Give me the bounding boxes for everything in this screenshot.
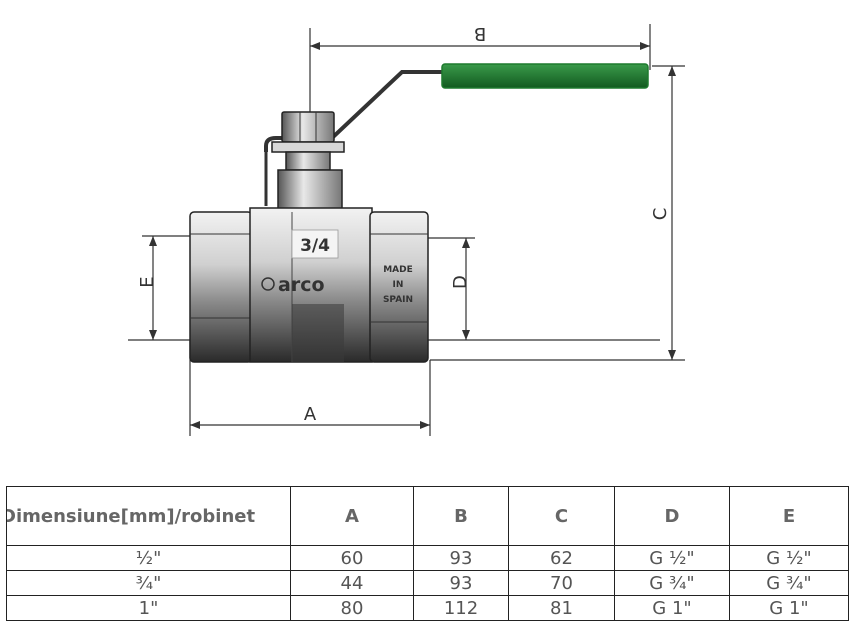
cell-b: 112 bbox=[413, 595, 509, 621]
cell-a: 44 bbox=[290, 570, 414, 596]
header-dimension-valve: Dimensiune[mm]/robinet bbox=[6, 486, 291, 546]
cell-size: 1" bbox=[6, 595, 291, 621]
cell-c: 62 bbox=[508, 545, 615, 571]
dimension-e: E bbox=[128, 235, 190, 341]
brand-logo: arco bbox=[278, 274, 325, 296]
dimension-d-label: D bbox=[450, 275, 471, 289]
dimensions-table: Dimensiune[mm]/robinet A B C D E ½" 60 9… bbox=[6, 486, 849, 621]
cell-b: 93 bbox=[413, 545, 509, 571]
header-b: B bbox=[413, 486, 509, 546]
dimension-c-label: C bbox=[650, 208, 671, 221]
cell-b: 93 bbox=[413, 570, 509, 596]
ball-valve: 3/4 arco MADE IN SPAIN bbox=[189, 63, 649, 363]
cell-size: ½" bbox=[6, 545, 291, 571]
cell-c: 70 bbox=[508, 570, 615, 596]
made-in-spain-line-2: IN bbox=[393, 280, 404, 290]
cell-e: G 1" bbox=[729, 595, 849, 621]
cell-d: G ¾" bbox=[614, 570, 730, 596]
dimension-a: A bbox=[189, 340, 431, 436]
header-a: A bbox=[290, 486, 414, 546]
table-row: 1" 80 112 81 G 1" G 1" bbox=[6, 595, 849, 621]
cell-e: G ½" bbox=[729, 545, 849, 571]
dimension-d: D bbox=[428, 237, 660, 341]
made-in-spain-line-3: SPAIN bbox=[383, 295, 413, 305]
cell-d: G ½" bbox=[614, 545, 730, 571]
cell-a: 80 bbox=[290, 595, 414, 621]
cell-a: 60 bbox=[290, 545, 414, 571]
dimension-c: C bbox=[430, 65, 685, 361]
table-row: ½" 60 93 62 G ½" G ½" bbox=[6, 545, 849, 571]
header-e: E bbox=[729, 486, 849, 546]
body-size-mark: 3/4 bbox=[300, 236, 330, 256]
dimension-e-label: E bbox=[137, 276, 158, 287]
table-header-row: Dimensiune[mm]/robinet A B C D E bbox=[6, 486, 849, 546]
ball-valve-technical-drawing: B C D E A bbox=[128, 23, 685, 436]
cell-size: ¾" bbox=[6, 570, 291, 596]
cell-c: 81 bbox=[508, 595, 615, 621]
table-row: ¾" 44 93 70 G ¾" G ¾" bbox=[6, 570, 849, 596]
cell-e: G ¾" bbox=[729, 570, 849, 596]
dimension-a-label: A bbox=[304, 404, 317, 425]
cell-d: G 1" bbox=[614, 595, 730, 621]
header-c: C bbox=[508, 486, 615, 546]
header-d: D bbox=[614, 486, 730, 546]
made-in-spain-line-1: MADE bbox=[383, 265, 413, 275]
green-handle bbox=[441, 63, 649, 89]
dimension-b-label: B bbox=[474, 23, 486, 44]
